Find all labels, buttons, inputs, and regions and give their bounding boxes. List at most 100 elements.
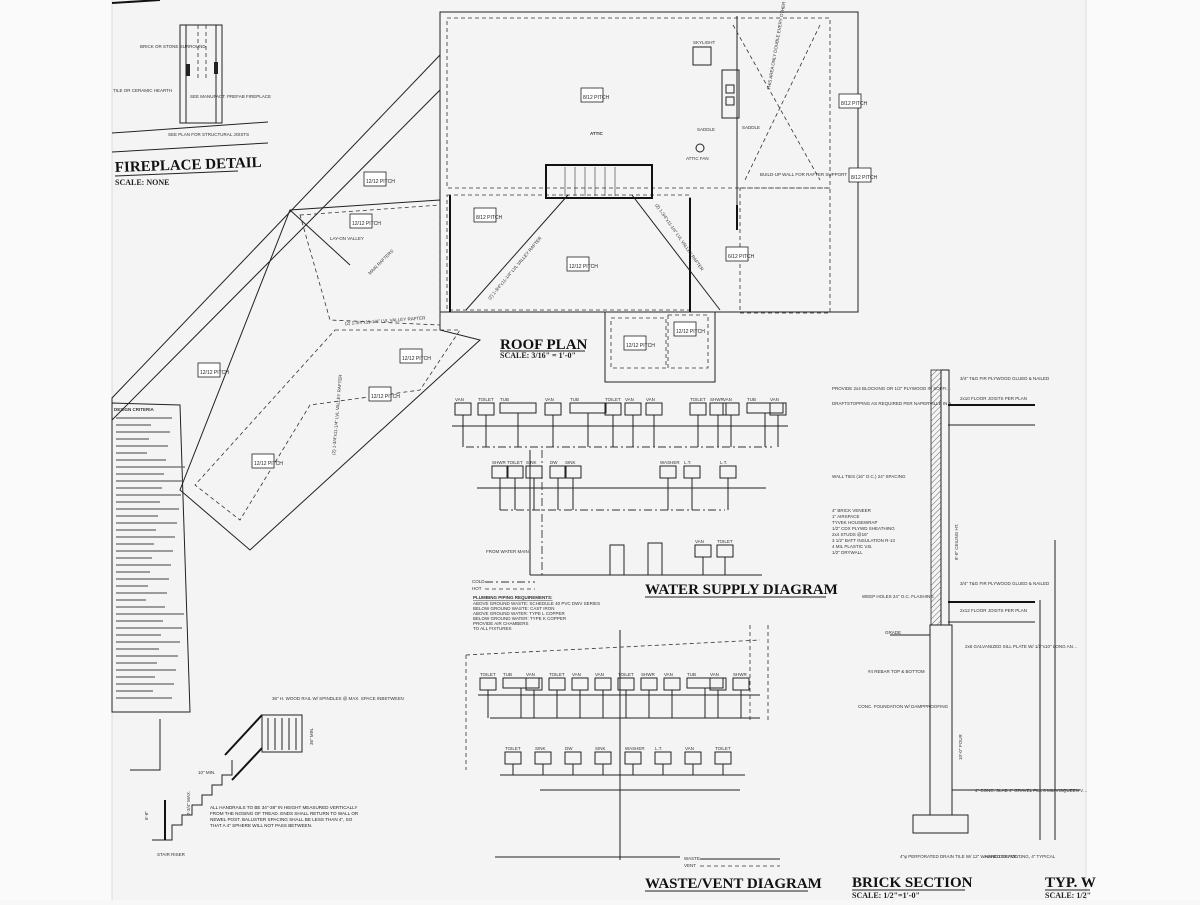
- svg-text:36" H. WOOD RAIL W/ SPINDLES @: 36" H. WOOD RAIL W/ SPINDLES @ MAX. SPAC…: [272, 696, 404, 701]
- svg-text:TOILET: TOILET: [480, 672, 496, 677]
- brick-note: 1" AIRSPACE: [832, 514, 860, 519]
- brick-note: DRAFTSTOPPING AS REQUIRED PER NAPERVILLE…: [832, 401, 956, 406]
- fixture-washer: WASHER: [659, 460, 680, 510]
- svg-text:VAN: VAN: [646, 397, 655, 402]
- svg-text:SCALE: 3/16" = 1'-0": SCALE: 3/16" = 1'-0": [500, 351, 576, 360]
- brick-note: WALL TIES (16" O.C.) 24" SPACING: [832, 474, 906, 479]
- svg-text:VAN: VAN: [695, 539, 704, 544]
- fixture-van: VAN: [694, 539, 712, 575]
- svg-text:TOILET: TOILET: [605, 397, 621, 402]
- svg-text:12/12 PITCH: 12/12 PITCH: [569, 264, 598, 270]
- svg-text:8/12 PITCH: 8/12 PITCH: [841, 101, 868, 107]
- svg-text:DW: DW: [565, 746, 573, 751]
- svg-text:SINK: SINK: [595, 746, 606, 751]
- svg-text:TOILET: TOILET: [507, 460, 523, 465]
- brick-note: PROVIDE 2x4 BLOCKING OR 1/2" PLYWOOD IN …: [832, 386, 951, 391]
- fixture-dw: DW: [564, 746, 582, 775]
- brick-note: 4"φ PERFORATED DRAIN TILE W/ 12" WASHED …: [900, 854, 1021, 859]
- svg-text:STAIR RISER: STAIR RISER: [157, 852, 186, 857]
- svg-text:L.T.: L.T.: [684, 460, 691, 465]
- fixture-van: VAN: [571, 672, 589, 718]
- svg-text:PLUMBING PIPING REQUIREMENTS:: PLUMBING PIPING REQUIREMENTS:: [473, 595, 553, 600]
- svg-text:BRICK OR STONE SURROUND: BRICK OR STONE SURROUND: [140, 44, 206, 49]
- svg-text:(2) 1-3/4"x11-1/4" LVL VALLEY: (2) 1-3/4"x11-1/4" LVL VALLEY RAFTER: [331, 373, 343, 455]
- svg-text:12/12 PITCH: 12/12 PITCH: [371, 394, 400, 400]
- svg-text:12/12 PITCH: 12/12 PITCH: [254, 461, 283, 467]
- svg-text:FROM WATER MAIN: FROM WATER MAIN: [486, 549, 529, 554]
- svg-text:TUB: TUB: [570, 397, 579, 402]
- waste-vent-title: WASTE/VENT DIAGRAM: [645, 876, 822, 892]
- svg-text:SEE MANUFACT. PREFAB FIREPLACE: SEE MANUFACT. PREFAB FIREPLACE: [190, 94, 271, 99]
- svg-text:VAN: VAN: [770, 397, 779, 402]
- fixture-tub: TUB: [569, 397, 607, 447]
- brick-note: 3/4" T&G FIR PLYWOOD GLUED & NAILED: [960, 376, 1050, 381]
- svg-text:TUB: TUB: [687, 672, 696, 677]
- svg-text:COLD: COLD: [472, 579, 485, 584]
- stair-detail: 10" MIN. 7-3/4" MAX. 36" MIN. 6'-8" 36" …: [130, 696, 404, 857]
- brick-note: 4" BRICK VENEER: [832, 508, 872, 513]
- fixture-toilet: TOILET: [716, 539, 734, 575]
- fixture-sink: SINK: [534, 746, 552, 775]
- fixture-toilet: TOILET: [504, 746, 522, 775]
- svg-text:SHWR: SHWR: [733, 672, 747, 677]
- svg-text:6'-8": 6'-8": [144, 811, 149, 820]
- svg-text:L.T.: L.T.: [655, 746, 662, 751]
- svg-text:WASTE: WASTE: [684, 856, 700, 861]
- svg-text:36" MIN.: 36" MIN.: [309, 728, 314, 745]
- fixture-washer: WASHER: [624, 746, 645, 775]
- brick-note: 1/2" CDX PLYWD SHEATHING: [832, 526, 895, 531]
- fixture-shwr: SHWR: [491, 460, 509, 510]
- brick-note: 2x6 GALVANIZED SILL PLATE W/ 1/2"x10" LO…: [965, 644, 1077, 649]
- svg-text:SCALE: 1/2"=1'-0": SCALE: 1/2"=1'-0": [852, 891, 920, 900]
- svg-text:BELOW GROUND WASTE: CAST IRON: BELOW GROUND WASTE: CAST IRON: [473, 606, 555, 611]
- svg-text:VAN: VAN: [723, 397, 732, 402]
- fireplace-detail: BRICK OR STONE SURROUND SEE PLAN FOR STR…: [111, 0, 271, 187]
- svg-text:8/12 PITCH: 8/12 PITCH: [476, 215, 503, 221]
- svg-text:VAN: VAN: [595, 672, 604, 677]
- fixture-toilet: TOILET: [479, 672, 497, 718]
- brick-section: PROVIDE 2x4 BLOCKING OR 1/2" PLYWOOD IN …: [832, 369, 1088, 900]
- svg-text:MAIN RAFTERS: MAIN RAFTERS: [367, 248, 394, 275]
- svg-text:SEE PLAN FOR STRUCTURAL JOISTS: SEE PLAN FOR STRUCTURAL JOISTS: [168, 132, 249, 137]
- svg-text:8/12 PITCH: 8/12 PITCH: [851, 175, 878, 181]
- svg-text:TOILET: TOILET: [717, 539, 733, 544]
- fixture-tub: TUB: [686, 672, 724, 718]
- attic-stair: [545, 164, 653, 199]
- fixture-toilet: TOILET: [617, 672, 635, 718]
- svg-text:VAN: VAN: [625, 397, 634, 402]
- fixture-toilet: TOILET: [506, 460, 524, 510]
- svg-text:TOILET: TOILET: [715, 746, 731, 751]
- fixture-tub: TUB: [502, 672, 540, 718]
- svg-text:TOILET: TOILET: [505, 746, 521, 751]
- brick-note: WEEP HOLES 24" O.C. FLASHING: [862, 594, 934, 599]
- svg-text:TYP. W: TYP. W: [1045, 875, 1096, 891]
- svg-text:TUB: TUB: [500, 397, 509, 402]
- svg-text:WASHER: WASHER: [660, 460, 680, 465]
- brick-note: GRADE: [885, 630, 901, 635]
- brick-note: 3 1/2" BATT INSULATION R-13: [832, 538, 895, 543]
- fixture-toilet: TOILET: [477, 397, 495, 447]
- svg-text:TUB: TUB: [503, 672, 512, 677]
- svg-text:12/12 PITCH: 12/12 PITCH: [676, 329, 705, 335]
- brick-note: 2x10 FLOOR JOISTS PER PLAN: [960, 396, 1027, 401]
- fixture-dw: DW: [549, 460, 567, 510]
- left-margin: [0, 0, 112, 900]
- svg-text:L.T.: L.T.: [720, 460, 727, 465]
- svg-text:VAN: VAN: [685, 746, 694, 751]
- fixture-shwr: SHWR: [640, 672, 658, 718]
- svg-text:VAN: VAN: [455, 397, 464, 402]
- svg-text:THIS AREA ONLY DOUBLE EVERY OT: THIS AREA ONLY DOUBLE EVERY OTHER: [766, 0, 787, 90]
- svg-text:SINK: SINK: [565, 460, 576, 465]
- right-margin: [1086, 0, 1200, 900]
- svg-text:12/12 PITCH: 12/12 PITCH: [626, 343, 655, 349]
- brick-section-title: BRICK SECTION: [852, 875, 973, 891]
- svg-text:SADDLE: SADDLE: [742, 125, 760, 130]
- svg-text:DESIGN CRITERIA: DESIGN CRITERIA: [114, 407, 155, 412]
- svg-text:ATTIC: ATTIC: [590, 131, 604, 136]
- fixture-toilet: TOILET: [604, 397, 622, 447]
- svg-text:VAN: VAN: [572, 672, 581, 677]
